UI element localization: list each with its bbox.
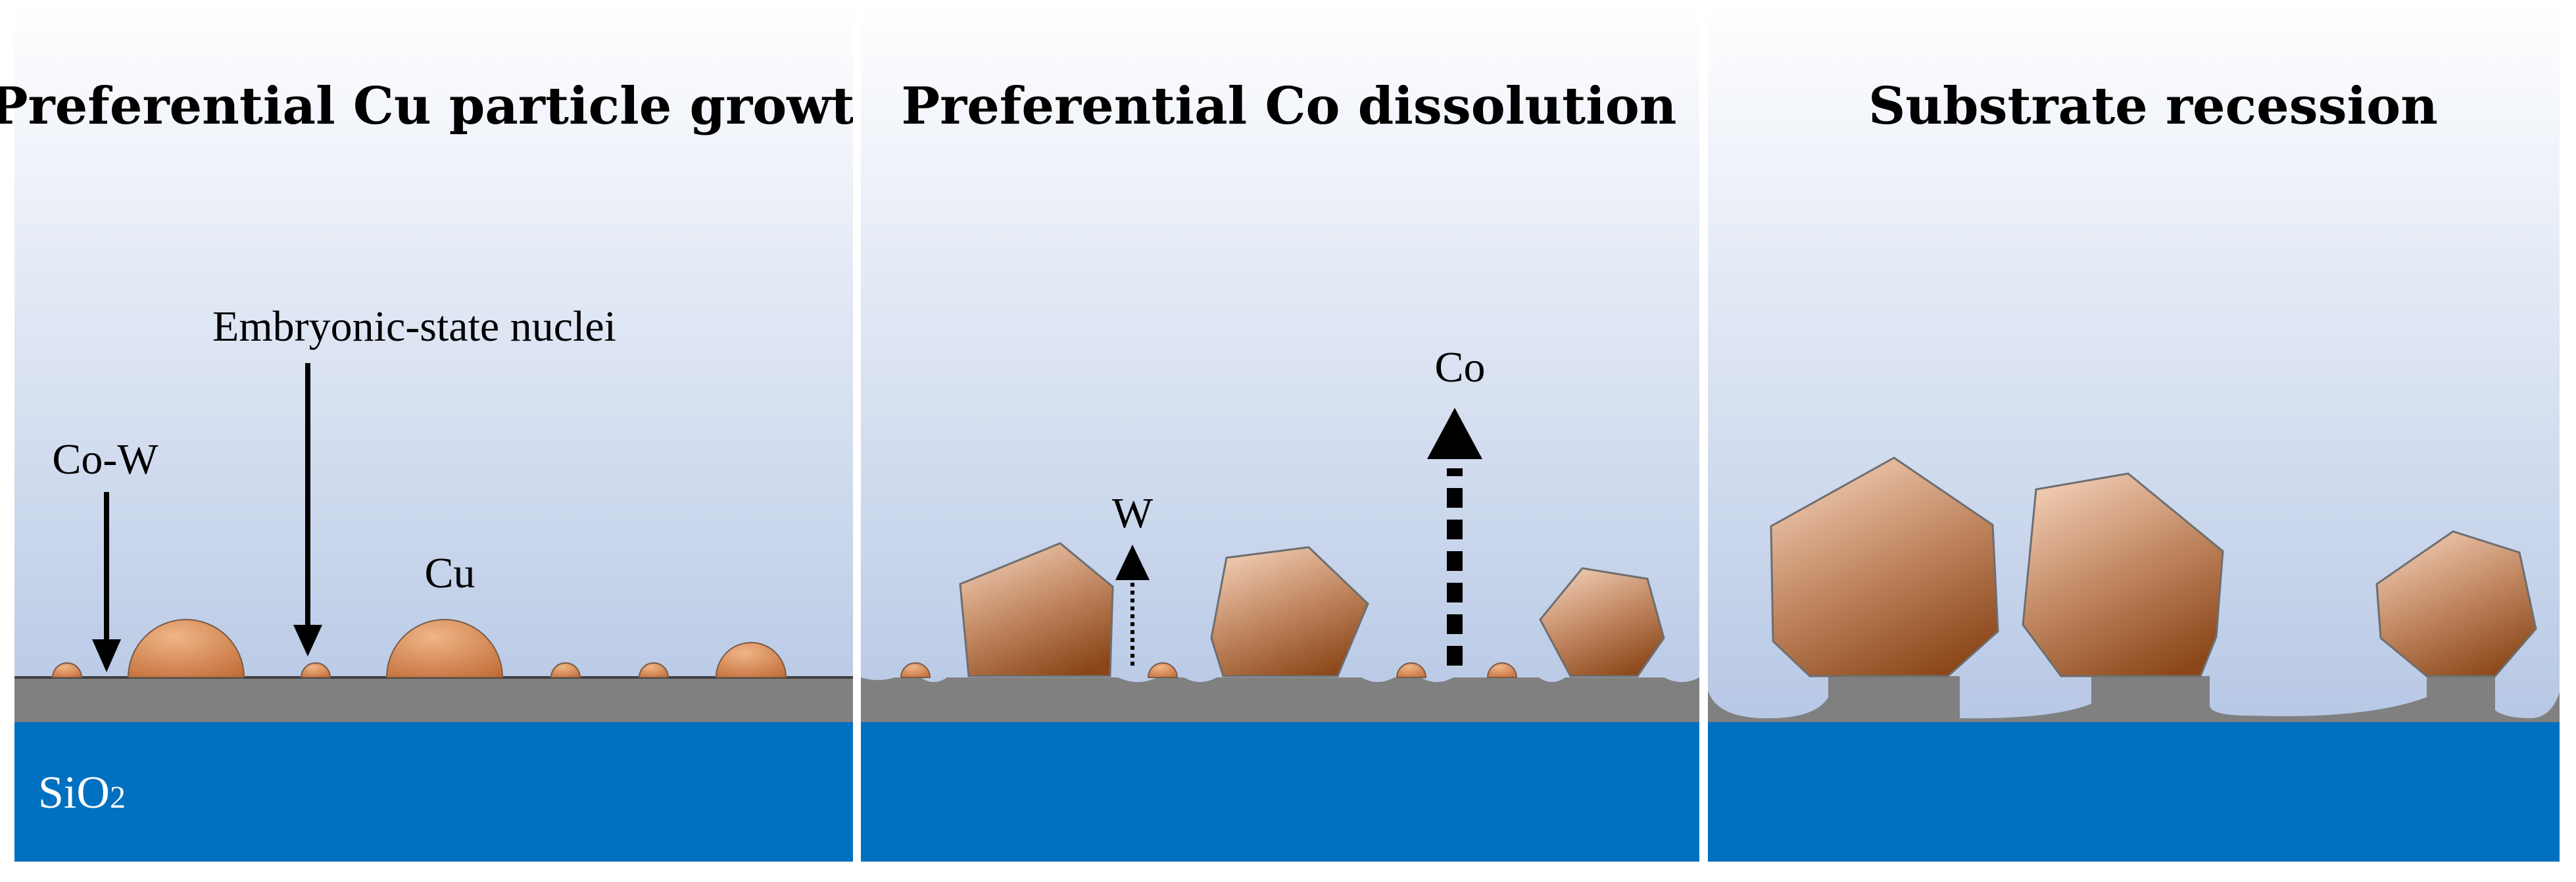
w-label: W bbox=[1112, 489, 1154, 537]
arrow-head bbox=[92, 639, 121, 672]
sio2-label: SiO2 bbox=[38, 768, 126, 818]
arrow-head bbox=[293, 625, 322, 656]
cu-particle bbox=[1210, 546, 1369, 677]
co-w-layer bbox=[861, 677, 1699, 722]
co-w-label: Co-W bbox=[52, 435, 158, 483]
panel-divider bbox=[853, 0, 861, 879]
cu-label: Cu bbox=[424, 549, 475, 597]
co-label: Co bbox=[1434, 343, 1485, 391]
panel-co-dissolution: Preferential Co dissolution W Co bbox=[861, 0, 1699, 862]
cu-nucleus bbox=[1396, 662, 1427, 678]
w-arrow-head bbox=[1115, 545, 1150, 580]
cu-nucleus bbox=[900, 662, 931, 678]
sio2-layer bbox=[14, 722, 853, 862]
panel-title: Preferential Co dissolution bbox=[902, 76, 1677, 136]
cu-particle bbox=[1770, 456, 1999, 677]
cu-particle bbox=[715, 642, 787, 678]
co-w-pillar bbox=[1708, 676, 2560, 723]
panel-title: Preferential Cu particle growth bbox=[0, 76, 892, 136]
cu-nucleus bbox=[51, 662, 83, 678]
cu-particle bbox=[2375, 530, 2537, 677]
cu-nucleus bbox=[638, 662, 669, 678]
sio2-layer bbox=[1708, 722, 2560, 862]
cu-nucleus bbox=[1486, 662, 1518, 678]
cu-nucleus bbox=[1147, 662, 1179, 678]
nuclei-label: Embryonic-state nuclei bbox=[212, 303, 616, 351]
panel-substrate-recession: Substrate recession bbox=[1708, 0, 2560, 862]
cu-particle bbox=[959, 542, 1114, 677]
cu-particle bbox=[385, 619, 504, 678]
sio2-layer bbox=[861, 722, 1699, 862]
cu-particle bbox=[2022, 472, 2224, 677]
panel-divider bbox=[1699, 0, 1708, 879]
cu-particle bbox=[1539, 567, 1665, 677]
panel-title: Substrate recession bbox=[1868, 76, 2438, 136]
co-arrow-head bbox=[1427, 408, 1482, 459]
cu-nucleus bbox=[300, 662, 331, 678]
cu-particle bbox=[127, 619, 245, 678]
cu-nucleus bbox=[550, 662, 581, 678]
co-w-layer bbox=[14, 677, 853, 722]
panel-cu-growth: Preferential Cu particle growth Embryoni… bbox=[0, 0, 892, 862]
